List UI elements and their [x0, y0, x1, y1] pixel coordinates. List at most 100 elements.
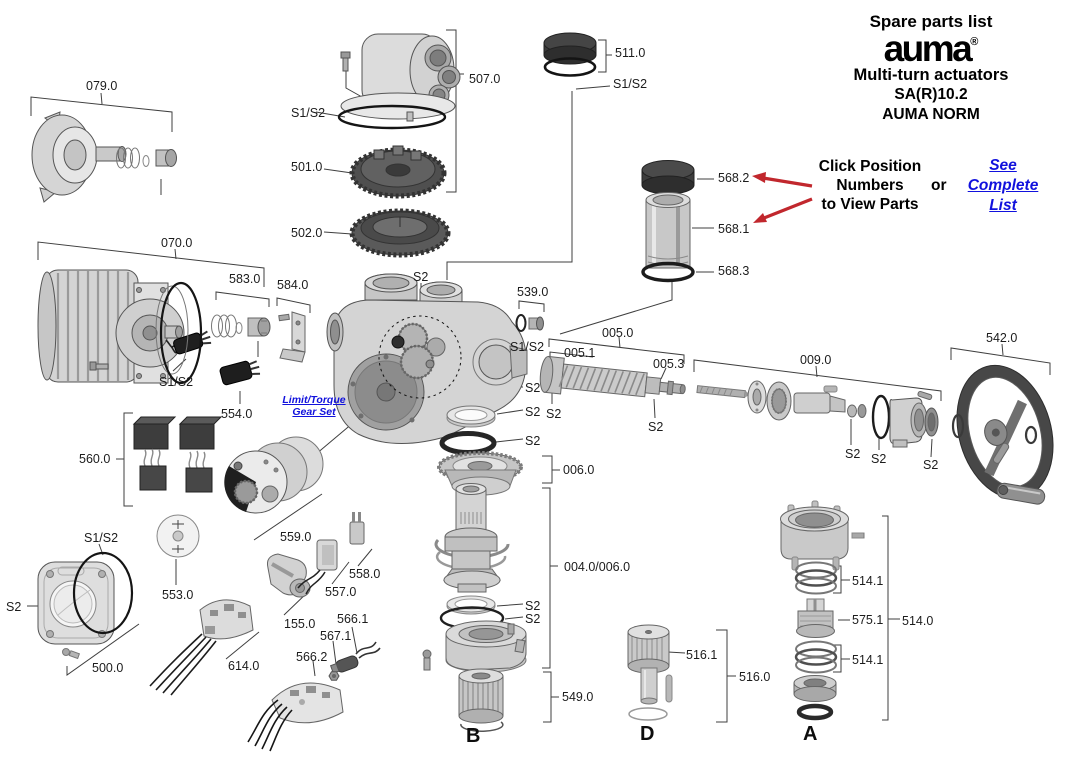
part-label-514-1-upper[interactable]: 514.1 — [852, 574, 884, 588]
seal-label-s1s2-500[interactable]: S1/S2 — [84, 531, 119, 545]
seal-label-s2-bearing-ring[interactable]: S2 — [525, 405, 541, 419]
product-line: Multi-turn actuators — [853, 65, 1009, 84]
part-label-568-2[interactable]: 568.2 — [718, 171, 750, 185]
part-label-005-0[interactable]: 005.0 — [602, 326, 634, 340]
part-label-155-0[interactable]: 155.0 — [284, 617, 316, 631]
part-label-542-0[interactable]: 542.0 — [986, 331, 1018, 345]
part-label-559-0[interactable]: 559.0 — [280, 530, 312, 544]
coupling-set-583-drawing — [211, 314, 271, 338]
see-complete-list-link[interactable]: See Complete List — [967, 157, 1039, 215]
part-label-070-0[interactable]: 070.0 — [161, 236, 193, 250]
part-label-558-0[interactable]: 558.0 — [349, 567, 381, 581]
worm-shaft-005-drawing — [539, 355, 686, 398]
click-instruction-text: Click Position Numbers to View Parts — [818, 158, 922, 213]
part-label-553-0[interactable]: 553.0 — [162, 588, 194, 602]
part-label-006-0[interactable]: 006.0 — [563, 463, 595, 477]
socket-carrier-502-drawing — [349, 208, 451, 258]
variant-name: AUMA NORM — [882, 105, 980, 123]
bearing-ring-s2-drawing — [446, 405, 496, 428]
seal-label-s2-shaft-bearing[interactable]: S2 — [525, 599, 541, 613]
sensor-566-1-drawing — [329, 641, 381, 674]
part-label-566-2[interactable]: 566.2 — [296, 650, 328, 664]
auma-logo: auma® — [883, 27, 979, 69]
part-label-514-0[interactable]: 514.0 — [902, 614, 934, 628]
part-label-004-0-006-0[interactable]: 004.0/006.0 — [564, 560, 631, 574]
nut-567-1-drawing — [328, 671, 340, 681]
switch-set-560-drawing — [132, 416, 223, 493]
limit-torque-gear-set-circle — [378, 315, 462, 399]
part-label-614-0[interactable]: 614.0 — [228, 659, 260, 673]
part-label-539-0[interactable]: 539.0 — [517, 285, 549, 299]
seal-label-s2-009-a[interactable]: S2 — [845, 447, 861, 461]
title-block: Spare parts list auma® Multi-turn actuat… — [833, 12, 1029, 124]
part-label-502-0[interactable]: 502.0 — [291, 226, 323, 240]
cap-568-2-drawing — [641, 160, 695, 195]
seal-label-s2-housing-top[interactable]: S2 — [413, 270, 429, 284]
part-label-516-0[interactable]: 516.0 — [739, 670, 771, 684]
seal-label-s1s2-511[interactable]: S1/S2 — [613, 77, 648, 91]
part-label-009-0[interactable]: 009.0 — [800, 353, 832, 367]
part-label-554-0[interactable]: 554.0 — [221, 407, 253, 421]
cap-511-drawing — [543, 32, 597, 77]
leader-lines — [27, 29, 1051, 723]
part-label-005-3[interactable]: 005.3 — [653, 357, 685, 371]
seal-label-s2-housing-right[interactable]: S2 — [525, 381, 541, 395]
part-label-567-1[interactable]: 567.1 — [320, 629, 352, 643]
bearing-flange-079-drawing — [31, 111, 177, 203]
red-arrow-1 — [752, 172, 813, 188]
part-label-575-1[interactable]: 575.1 — [852, 613, 884, 627]
seal-label-s2-009-c[interactable]: S2 — [923, 458, 939, 472]
part-label-568-3[interactable]: 568.3 — [718, 264, 750, 278]
part-label-584-0[interactable]: 584.0 — [277, 278, 309, 292]
seal-label-s1s2-507[interactable]: S1/S2 — [291, 106, 326, 120]
switch-557-drawing — [297, 539, 338, 595]
section-marker-a: A — [803, 723, 818, 745]
seal-label-s2-worm-left[interactable]: S2 — [546, 407, 562, 421]
o-ring-s1s2-507-drawing — [337, 104, 447, 130]
cylinder-568-1-drawing — [645, 192, 691, 269]
seal-label-s2-worm-right[interactable]: S2 — [648, 420, 664, 434]
part-label-501-0[interactable]: 501.0 — [291, 160, 323, 174]
plug-539-drawing — [515, 314, 544, 332]
part-label-557-0[interactable]: 557.0 — [325, 585, 357, 599]
worm-wheel-006-drawing — [437, 451, 523, 496]
registered-mark: ® — [970, 35, 979, 48]
part-label-566-1[interactable]: 566.1 — [337, 612, 369, 626]
o-ring-568-3-drawing — [641, 261, 695, 283]
seal-label-s1s2-070[interactable]: S1/S2 — [159, 375, 194, 389]
motor-spigot-ring-drawing — [155, 285, 189, 375]
seal-ring-s2-drawing — [439, 431, 497, 455]
part-label-511-0[interactable]: 511.0 — [615, 46, 646, 60]
gear-part-155-drawing — [267, 553, 311, 598]
part-label-560-0[interactable]: 560.0 — [79, 452, 111, 466]
indicator-disc-553-drawing — [156, 514, 200, 558]
part-label-005-1[interactable]: 005.1 — [564, 346, 596, 360]
part-label-507-0[interactable]: 507.0 — [469, 72, 501, 86]
o-ring-s1s2-070-drawing — [159, 281, 203, 385]
part-label-514-1-lower[interactable]: 514.1 — [852, 653, 884, 667]
page-title: Spare parts list — [869, 12, 993, 31]
seal-label-s1s2-539[interactable]: S1/S2 — [510, 340, 545, 354]
model-number: SA(R)10.2 — [894, 86, 968, 104]
part-label-568-1[interactable]: 568.1 — [718, 222, 750, 236]
part-label-079-0[interactable]: 079.0 — [86, 79, 118, 93]
output-flange-drawing — [422, 620, 527, 673]
hollow-shaft-004-drawing — [434, 483, 510, 593]
limit-torque-gear-set-link[interactable]: Limit/Torque Gear Set — [282, 394, 346, 419]
heater-board-614-drawing — [149, 599, 254, 696]
part-label-500-0[interactable]: 500.0 — [92, 661, 124, 675]
part-label-549-0[interactable]: 549.0 — [562, 690, 594, 704]
sight-cover-500-drawing — [37, 561, 115, 660]
part-label-516-1[interactable]: 516.1 — [686, 648, 718, 662]
seal-label-s2-500[interactable]: S2 — [6, 600, 22, 614]
plug-carrier-501-drawing — [349, 145, 447, 199]
part-label-583-0[interactable]: 583.0 — [229, 272, 261, 286]
potentiometer-board-566-2-drawing — [247, 682, 344, 752]
seal-label-s2-shaft-oring[interactable]: S2 — [525, 612, 541, 626]
or-text: or — [931, 177, 947, 194]
red-arrow-2 — [753, 197, 813, 223]
seal-label-s2-009-b[interactable]: S2 — [871, 452, 887, 466]
seal-label-s2-seal-ring[interactable]: S2 — [525, 434, 541, 448]
